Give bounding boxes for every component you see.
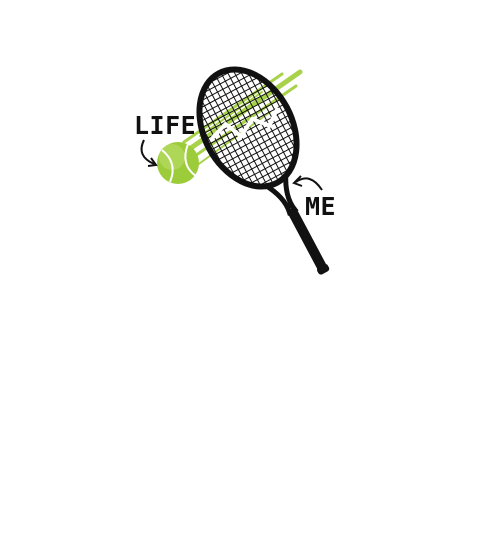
- curved-arrow-icon: [295, 177, 323, 191]
- racket-string: [181, 55, 260, 98]
- tennis-ball-icon: [157, 142, 199, 184]
- tennis-racket-icon: [181, 55, 330, 275]
- arrow-head: [147, 157, 158, 167]
- racket-string: [190, 71, 269, 114]
- racket-string: [220, 72, 280, 183]
- racket-string: [236, 63, 296, 174]
- racket-grip-cap: [316, 263, 330, 275]
- racket-handle: [288, 209, 327, 271]
- racket-string: [204, 80, 264, 191]
- racket-string: [226, 140, 305, 183]
- racket-string: [199, 83, 259, 194]
- racket-string: [193, 86, 253, 197]
- racket-string: [215, 119, 294, 162]
- racket-string: [241, 60, 301, 171]
- curved-arrow-icon: [140, 139, 155, 165]
- racket-string: [192, 76, 272, 120]
- torn-strings: [211, 106, 280, 140]
- racket-string: [221, 129, 300, 173]
- racket-string: [218, 124, 297, 167]
- racket-string: [195, 82, 274, 125]
- racket-string: [229, 145, 308, 188]
- arrow-head: [292, 175, 303, 187]
- me-label: ME: [305, 192, 336, 221]
- racket-string: [198, 87, 277, 130]
- racket-string: [223, 135, 303, 178]
- life-label: LIFE: [134, 111, 196, 140]
- racket-frame: [196, 66, 300, 190]
- racket-string: [201, 92, 280, 135]
- racket-string: [225, 69, 285, 180]
- racket-string: [207, 103, 286, 146]
- racket-string: [212, 113, 291, 157]
- racket-string: [187, 66, 266, 109]
